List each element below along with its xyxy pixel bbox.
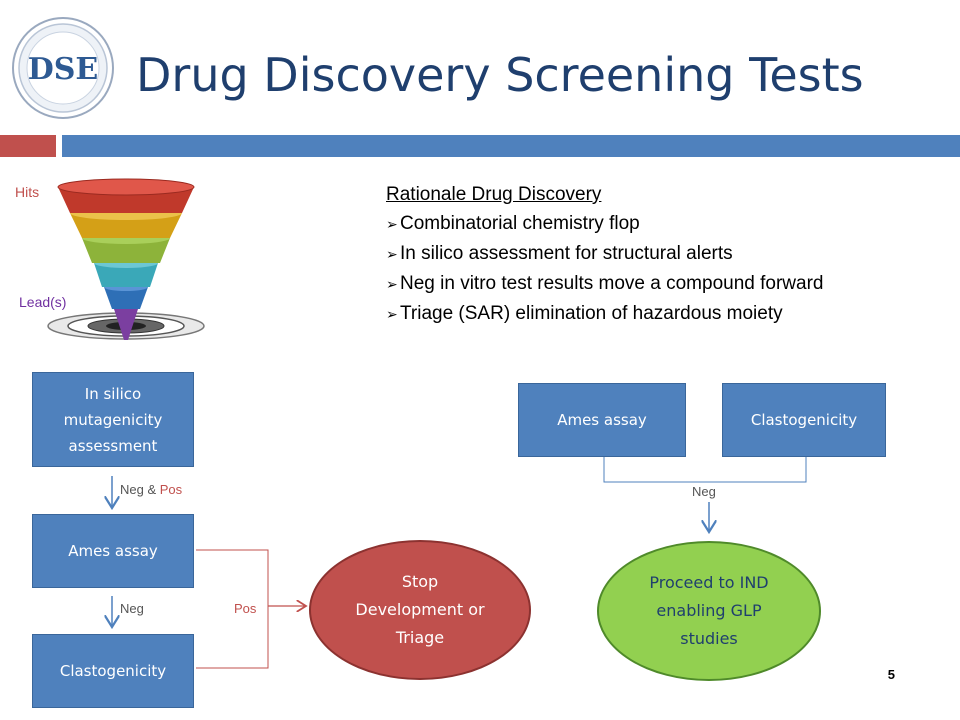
clastogenicity-box: Clastogenicity bbox=[32, 634, 194, 708]
funnel-hits-label: Hits bbox=[15, 184, 40, 200]
edge-label-neg-pos: Neg & Pos bbox=[120, 482, 183, 497]
rationale-item: ➢Combinatorial chemistry flop bbox=[386, 209, 823, 239]
arrow-bullet-icon: ➢ bbox=[386, 306, 398, 322]
neg-bracket bbox=[603, 456, 807, 483]
page-title: Drug Discovery Screening Tests bbox=[136, 48, 864, 102]
edge-label-neg-right: Neg bbox=[692, 484, 716, 499]
logo-text: DSE bbox=[28, 52, 99, 87]
arrow-bullet-icon: ➢ bbox=[386, 276, 398, 292]
insilico-assessment-box: In silico mutagenicity assessment bbox=[32, 372, 194, 467]
arrow-bullet-icon: ➢ bbox=[386, 246, 398, 262]
proceed-ind-ellipse: Proceed to IND enabling GLP studies bbox=[597, 541, 821, 681]
pos-bracket bbox=[196, 549, 269, 669]
edge-label-neg: Neg bbox=[120, 601, 144, 616]
arrow-bullet-icon: ➢ bbox=[386, 216, 398, 232]
clastogenicity-right-box: Clastogenicity bbox=[722, 383, 886, 457]
rationale-item: ➢Triage (SAR) elimination of hazardous m… bbox=[386, 299, 823, 329]
page-number: 5 bbox=[887, 667, 895, 682]
title-accent-bar-red bbox=[0, 135, 56, 157]
title-accent-bar-blue bbox=[62, 135, 960, 157]
edge-label-pos: Pos bbox=[234, 601, 257, 616]
dse-logo: DSE bbox=[12, 17, 114, 119]
funnel-graphic bbox=[47, 178, 205, 340]
rationale-block: Rationale Drug Discovery ➢Combinatorial … bbox=[386, 180, 823, 329]
ames-assay-right-box: Ames assay bbox=[518, 383, 686, 457]
rationale-item: ➢In silico assessment for structural ale… bbox=[386, 239, 823, 269]
ames-assay-box: Ames assay bbox=[32, 514, 194, 588]
funnel-lead-label: Lead(s) bbox=[19, 294, 67, 310]
stop-development-ellipse: Stop Development or Triage bbox=[309, 540, 531, 680]
rationale-item: ➢Neg in vitro test results move a compou… bbox=[386, 269, 823, 299]
rationale-heading: Rationale Drug Discovery bbox=[386, 184, 602, 205]
